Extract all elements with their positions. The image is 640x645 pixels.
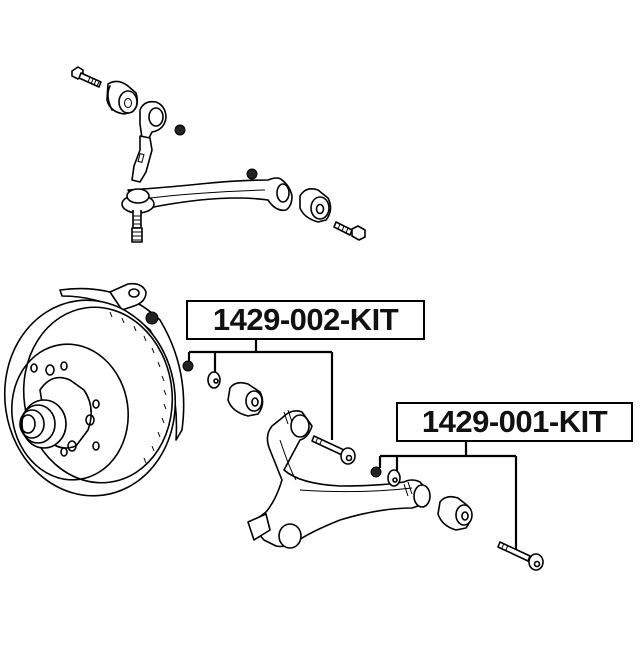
upper-arm-body-icon bbox=[127, 177, 293, 212]
upper-front-bushing-icon bbox=[106, 80, 139, 115]
upper-rear-bushing-icon bbox=[299, 188, 332, 223]
upper-control-arm-assembly bbox=[71, 66, 366, 243]
upper-nut-2-icon bbox=[246, 168, 258, 180]
brake-rotor-assembly bbox=[3, 282, 185, 497]
rotor-vent-slots-icon bbox=[109, 311, 167, 464]
kit-label-1429-002: 1429-002-KIT bbox=[186, 300, 425, 340]
upper-nut-1-icon bbox=[174, 124, 186, 136]
lower-ball-joint-socket-icon bbox=[278, 523, 302, 549]
kit-001-parts bbox=[370, 466, 544, 571]
kit-002-leader-lines bbox=[187, 340, 334, 440]
kit-001-bushing-icon bbox=[437, 495, 473, 531]
upper-rear-bolt-icon bbox=[333, 221, 366, 241]
upper-arm-rear-eye-icon bbox=[276, 183, 290, 203]
lower-arm-front-eye-icon bbox=[290, 414, 310, 438]
kit-002-bolt-icon bbox=[311, 435, 356, 465]
kit-002-bushing-icon bbox=[227, 381, 264, 417]
upper-front-bolt-icon bbox=[71, 66, 102, 88]
kit-001-bolt-icon bbox=[497, 541, 544, 571]
kit-002-washer-icon bbox=[207, 371, 221, 389]
kit-002-nut-icon bbox=[182, 360, 194, 372]
kit-001-leader-lines bbox=[378, 442, 518, 550]
kit-label-1429-001: 1429-001-KIT bbox=[396, 402, 633, 442]
kit-001-nut-icon bbox=[370, 466, 382, 478]
lower-arm-rear-eye-icon bbox=[413, 484, 431, 508]
upper-arm-front-eye-icon bbox=[139, 100, 167, 141]
ball-joint-icon bbox=[121, 188, 155, 243]
kit-001-washer-icon bbox=[387, 469, 401, 487]
lower-control-arm-assembly bbox=[247, 409, 431, 549]
hub-nut-icon bbox=[145, 311, 159, 325]
upper-arm-link-icon bbox=[131, 135, 153, 183]
kit-002-parts bbox=[182, 360, 356, 465]
